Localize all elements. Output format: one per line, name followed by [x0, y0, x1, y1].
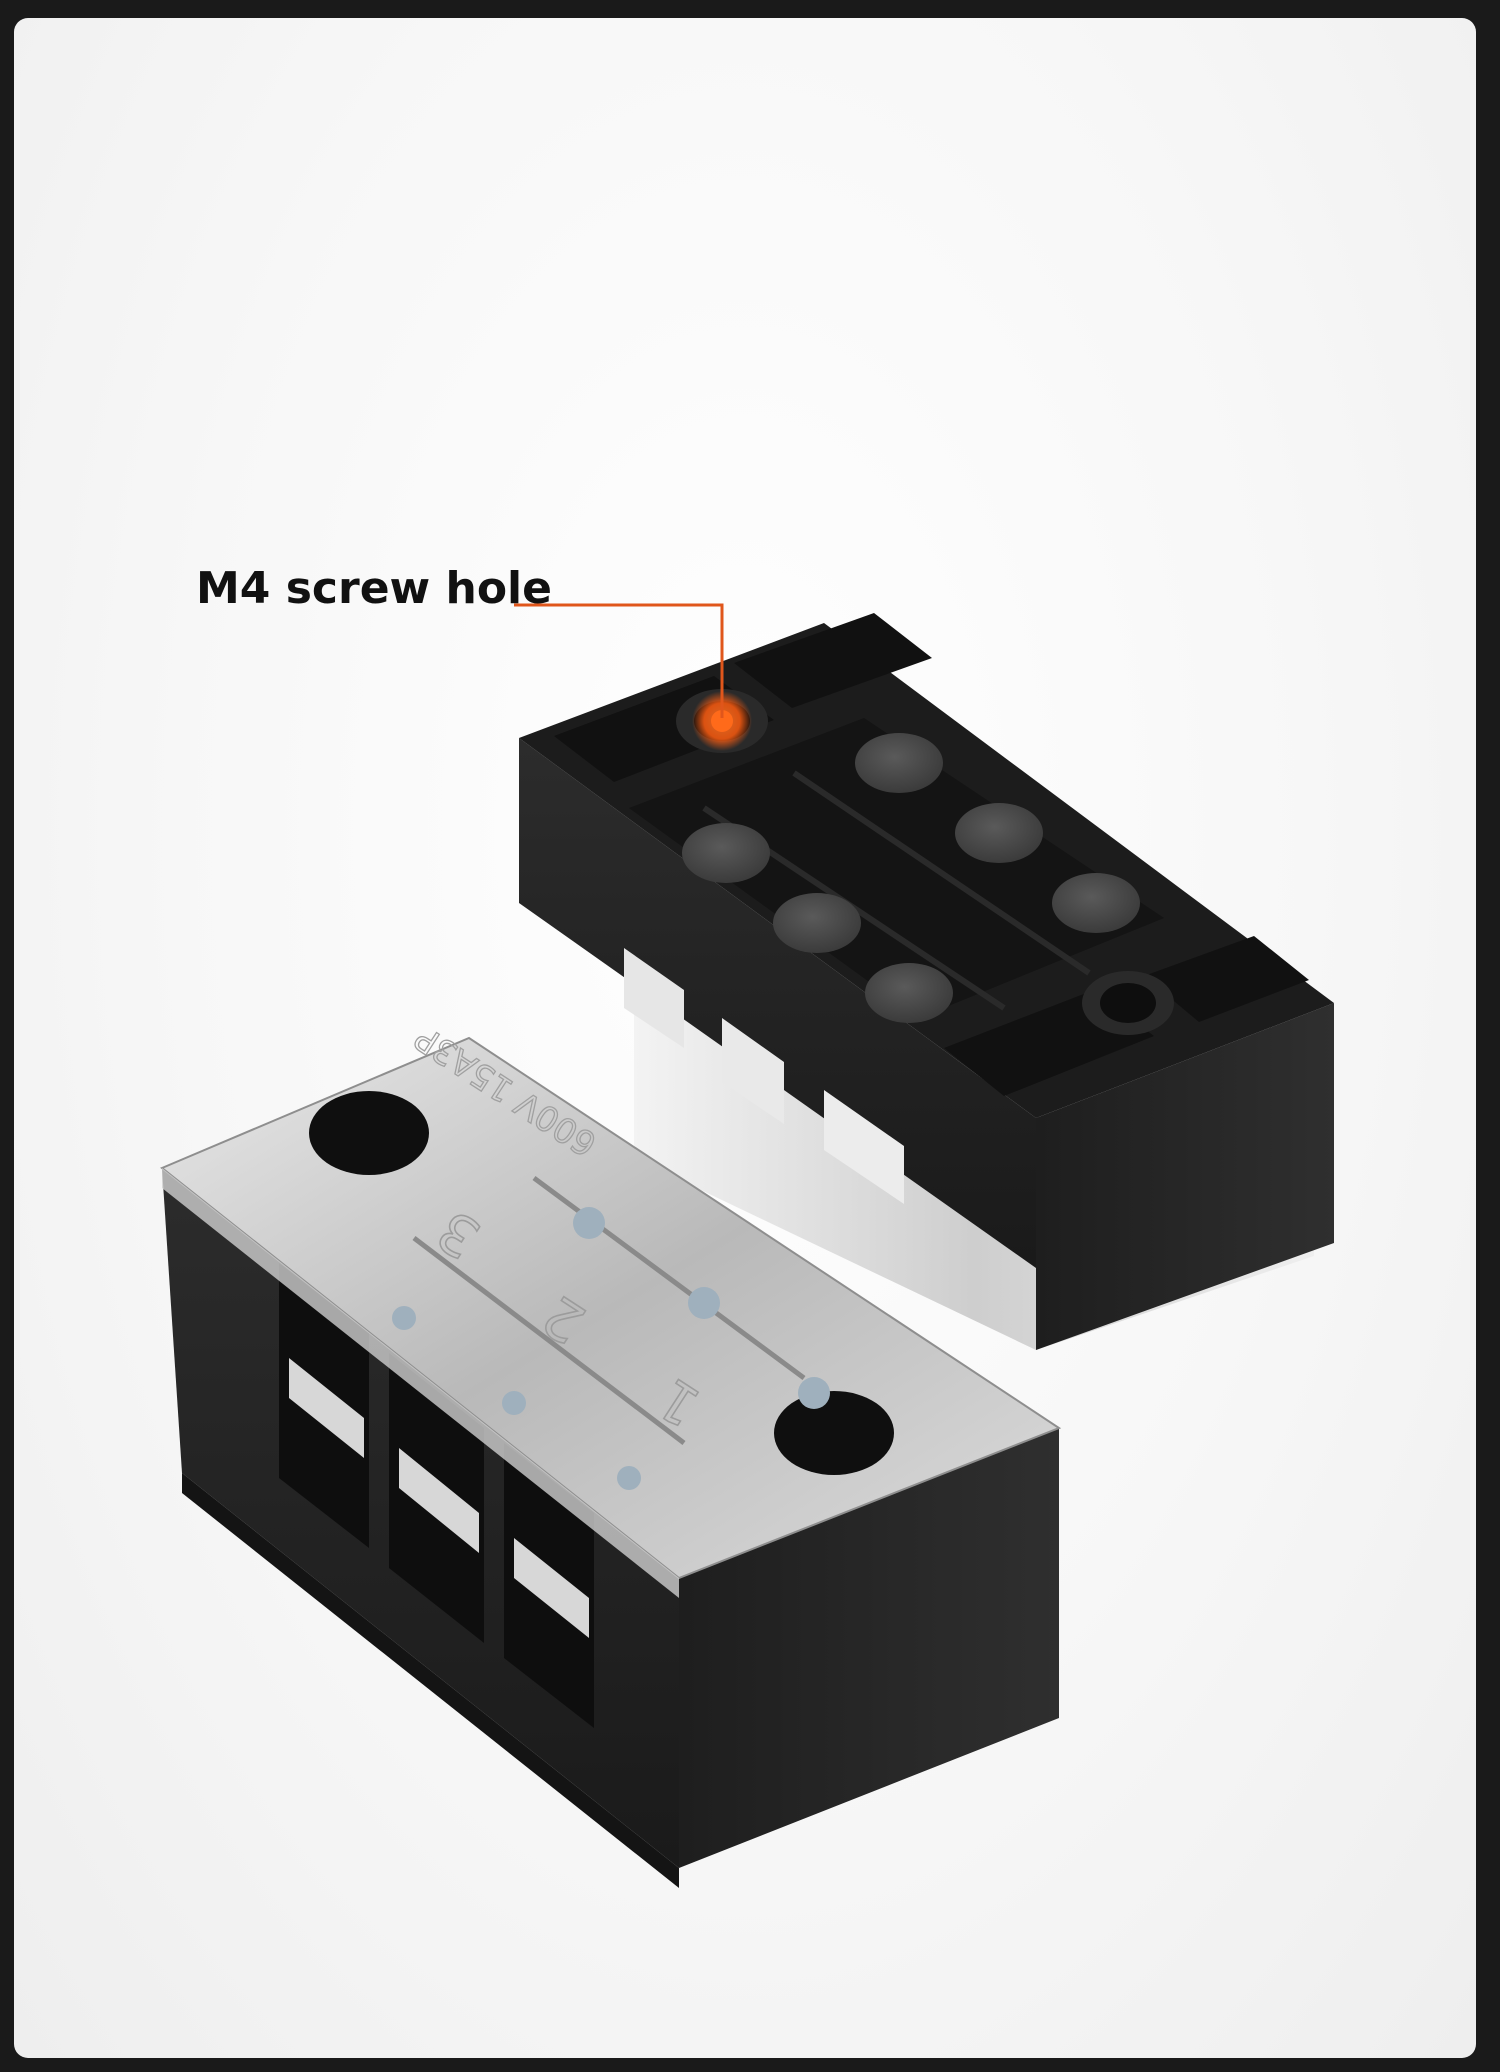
m4-screw-hole-marker	[692, 691, 752, 751]
terminal-block-scene: 3 2 1 600V 15A3P	[160, 603, 1334, 1888]
callout-label: M4 screw hole	[196, 563, 552, 614]
callout-leader-line	[514, 603, 724, 718]
rear-terminal-screws	[682, 733, 1140, 1023]
product-image-card: 3 2 1 600V 15A3P M4 screw hole	[14, 18, 1476, 2058]
front-terminal-screws	[392, 1207, 830, 1490]
front-terminal-block: 3 2 1 600V 15A3P	[160, 1017, 1062, 1888]
